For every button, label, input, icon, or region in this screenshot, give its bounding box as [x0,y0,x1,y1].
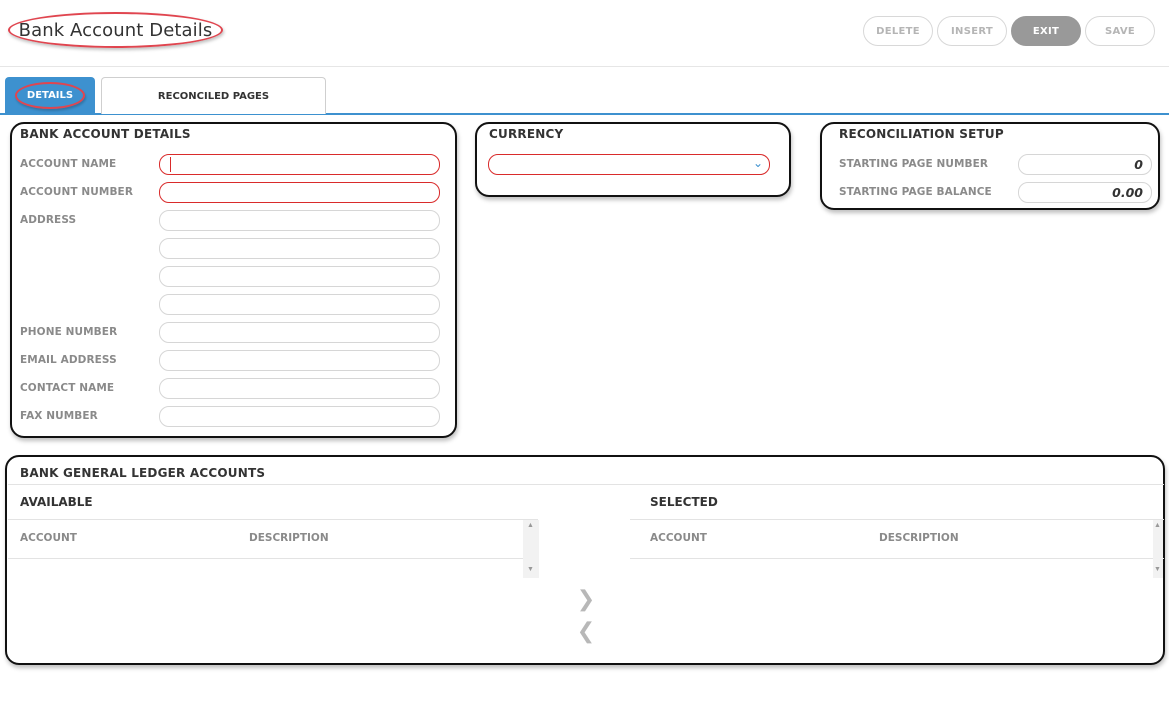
bank-account-details-panel [10,122,457,438]
selected-title: SELECTED [650,495,718,509]
scroll-down-icon[interactable]: ▼ [1154,566,1161,573]
insert-button[interactable]: INSERT [937,16,1007,46]
fax-number-label: FAX NUMBER [20,410,98,422]
bank-ledger-accounts-panel [5,455,1165,665]
address-line-3-input[interactable] [159,266,440,287]
starting-page-balance-input[interactable]: 0.00 [1018,182,1152,203]
selected-account-header: ACCOUNT [650,532,707,544]
move-right-button[interactable]: ❯ [576,587,596,612]
starting-page-number-input[interactable]: 0 [1018,154,1152,175]
available-account-header: ACCOUNT [20,532,77,544]
available-title: AVAILABLE [20,495,93,509]
starting-page-balance-label: STARTING PAGE BALANCE [839,186,992,198]
delete-button[interactable]: DELETE [863,16,933,46]
move-left-button[interactable]: ❮ [576,619,596,644]
address-line-1-input[interactable] [159,210,440,231]
address-label: ADDRESS [20,214,77,226]
contact-name-input[interactable] [159,378,440,399]
contact-name-label: CONTACT NAME [20,382,115,394]
selected-scrollbar[interactable]: ▲ ▼ [1153,520,1163,578]
save-button[interactable]: SAVE [1085,16,1155,46]
reconciliation-setup-panel [820,122,1160,210]
available-scrollbar[interactable]: ▲ ▼ [523,520,539,578]
tab-reconciled-pages[interactable]: RECONCILED PAGES [101,77,326,114]
account-name-input[interactable] [159,154,440,175]
account-number-label: ACCOUNT NUMBER [20,186,134,198]
chevron-down-icon: ⌄ [752,156,763,170]
text-cursor [170,157,171,172]
selected-description-header: DESCRIPTION [879,532,959,544]
toolbar: DELETE INSERT EXIT SAVE [863,16,1155,46]
account-number-input[interactable] [159,182,440,203]
divider [8,484,1164,485]
exit-button[interactable]: EXIT [1011,16,1081,46]
bank-account-details-title: BANK ACCOUNT DETAILS [20,127,191,141]
address-line-4-input[interactable] [159,294,440,315]
currency-select[interactable]: ⌄ [488,154,770,175]
currency-title: CURRENCY [489,127,564,141]
fax-number-input[interactable] [159,406,440,427]
scroll-up-icon[interactable]: ▲ [1154,522,1161,529]
phone-number-input[interactable] [159,322,440,343]
tab-bar: DETAILS RECONCILED PAGES [0,77,1169,115]
divider [630,519,1164,520]
tab-details[interactable]: DETAILS [5,77,95,114]
account-name-label: ACCOUNT NAME [20,158,117,170]
starting-page-number-label: STARTING PAGE NUMBER [839,158,989,170]
available-description-header: DESCRIPTION [249,532,329,544]
currency-panel [475,122,791,197]
divider [630,558,1164,559]
header-bar: Bank Account Details DELETE INSERT EXIT … [0,0,1169,67]
page-title: Bank Account Details [8,12,223,48]
address-line-2-input[interactable] [159,238,440,259]
tab-details-label: DETAILS [14,82,86,109]
bank-ledger-accounts-title: BANK GENERAL LEDGER ACCOUNTS [20,466,266,480]
divider [8,558,538,559]
scroll-up-icon[interactable]: ▲ [527,522,534,529]
email-address-label: EMAIL ADDRESS [20,354,117,366]
reconciliation-setup-title: RECONCILIATION SETUP [839,127,1004,141]
phone-number-label: PHONE NUMBER [20,326,118,338]
email-address-input[interactable] [159,350,440,371]
divider [8,519,538,520]
scroll-down-icon[interactable]: ▼ [527,566,534,573]
